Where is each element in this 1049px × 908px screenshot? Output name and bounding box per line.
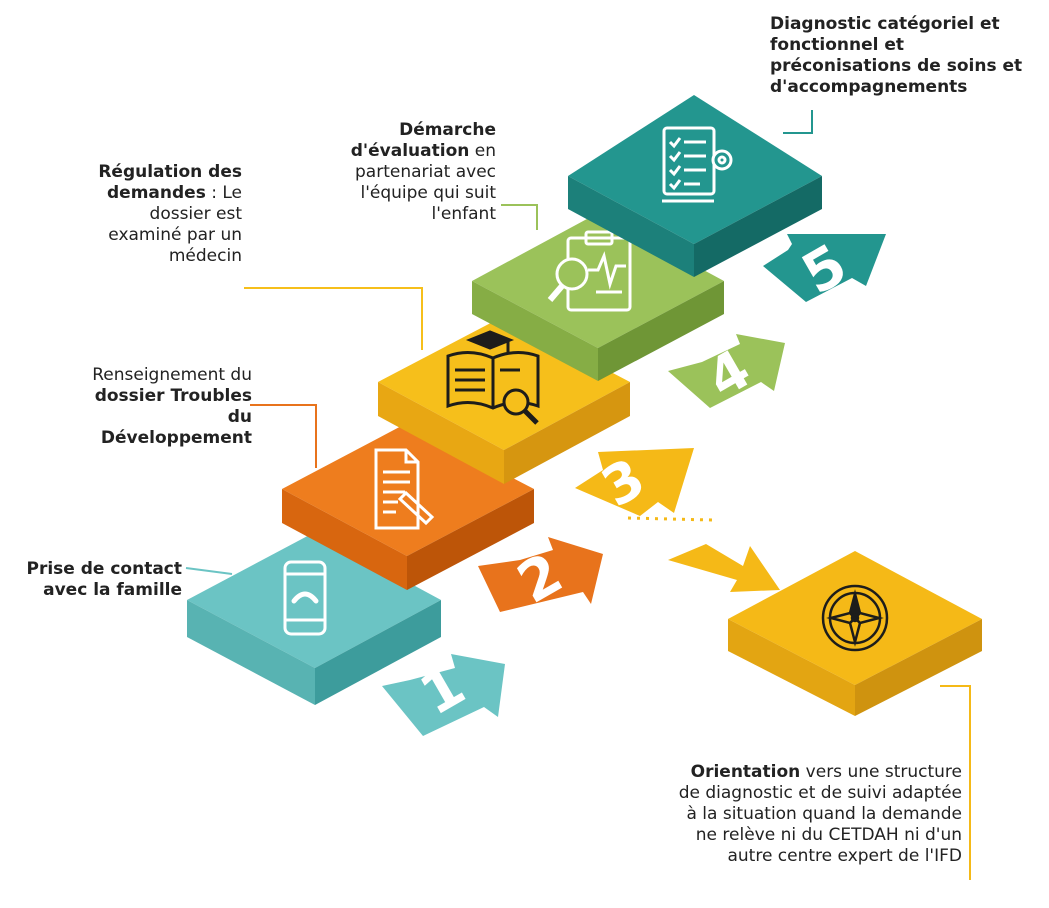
step-arrow-5: 5 — [763, 232, 886, 308]
label-step1-bold: Prise de contact avec la famille — [26, 559, 182, 600]
connector-step1 — [185, 567, 233, 575]
step-arrow-1: 1 — [382, 653, 505, 736]
label-step1: Prise de contact avec la famille — [6, 559, 182, 601]
document-pen-icon — [374, 448, 435, 530]
label-step4: Démarche d'évaluation en partenariat ave… — [322, 120, 496, 225]
label-orientation: Orientation vers une structure de diagno… — [676, 762, 962, 867]
step-arrow-3: 3 — [575, 446, 694, 519]
connector-step3 — [244, 287, 423, 350]
clipboard-magnifier-icon — [547, 230, 632, 312]
step-arrow-4: 4 — [668, 334, 785, 411]
connector-lines — [185, 110, 971, 880]
platform-orientation — [728, 551, 982, 716]
connector-step5 — [783, 110, 813, 134]
dotted-connector — [627, 516, 713, 522]
label-step3-text: : Le dossier est examiné par un médecin — [108, 183, 242, 266]
book-magnifier-icon — [446, 330, 540, 425]
connector-orientation — [940, 685, 971, 880]
label-step3: Régulation des demandes : Le dossier est… — [76, 162, 242, 267]
platform-step2 — [282, 423, 534, 590]
label-step5-bold: Diagnostic catégoriel et fonctionnel et … — [770, 14, 1023, 97]
label-step4-bold: Démarche d'évaluation — [350, 120, 496, 161]
label-step5: Diagnostic catégoriel et fonctionnel et … — [770, 14, 1040, 98]
connector-step2 — [250, 404, 317, 468]
platform-step5 — [568, 95, 822, 277]
label-step2-text: Renseignement du — [92, 365, 252, 385]
compass-icon — [821, 584, 889, 652]
smartphone-phone-icon — [283, 560, 327, 636]
label-step2-bold: dossier Troubles du Développement — [94, 386, 252, 448]
label-orientation-bold: Orientation — [690, 762, 801, 782]
label-step3-bold: Régulation des demandes — [98, 162, 242, 203]
step-arrow-2: 2 — [478, 537, 603, 617]
checklist-gear-icon — [662, 126, 733, 203]
label-step2: Renseignement du dossier Troubles du Dév… — [76, 365, 252, 449]
connector-step4 — [501, 204, 538, 230]
label-step4-text: en partenariat avec l'équipe qui suit l'… — [355, 141, 496, 224]
label-orientation-text: vers une structure de diagnostic et de s… — [678, 762, 962, 866]
step-arrow-3-orientation — [668, 544, 780, 592]
platform-step4 — [472, 213, 724, 381]
